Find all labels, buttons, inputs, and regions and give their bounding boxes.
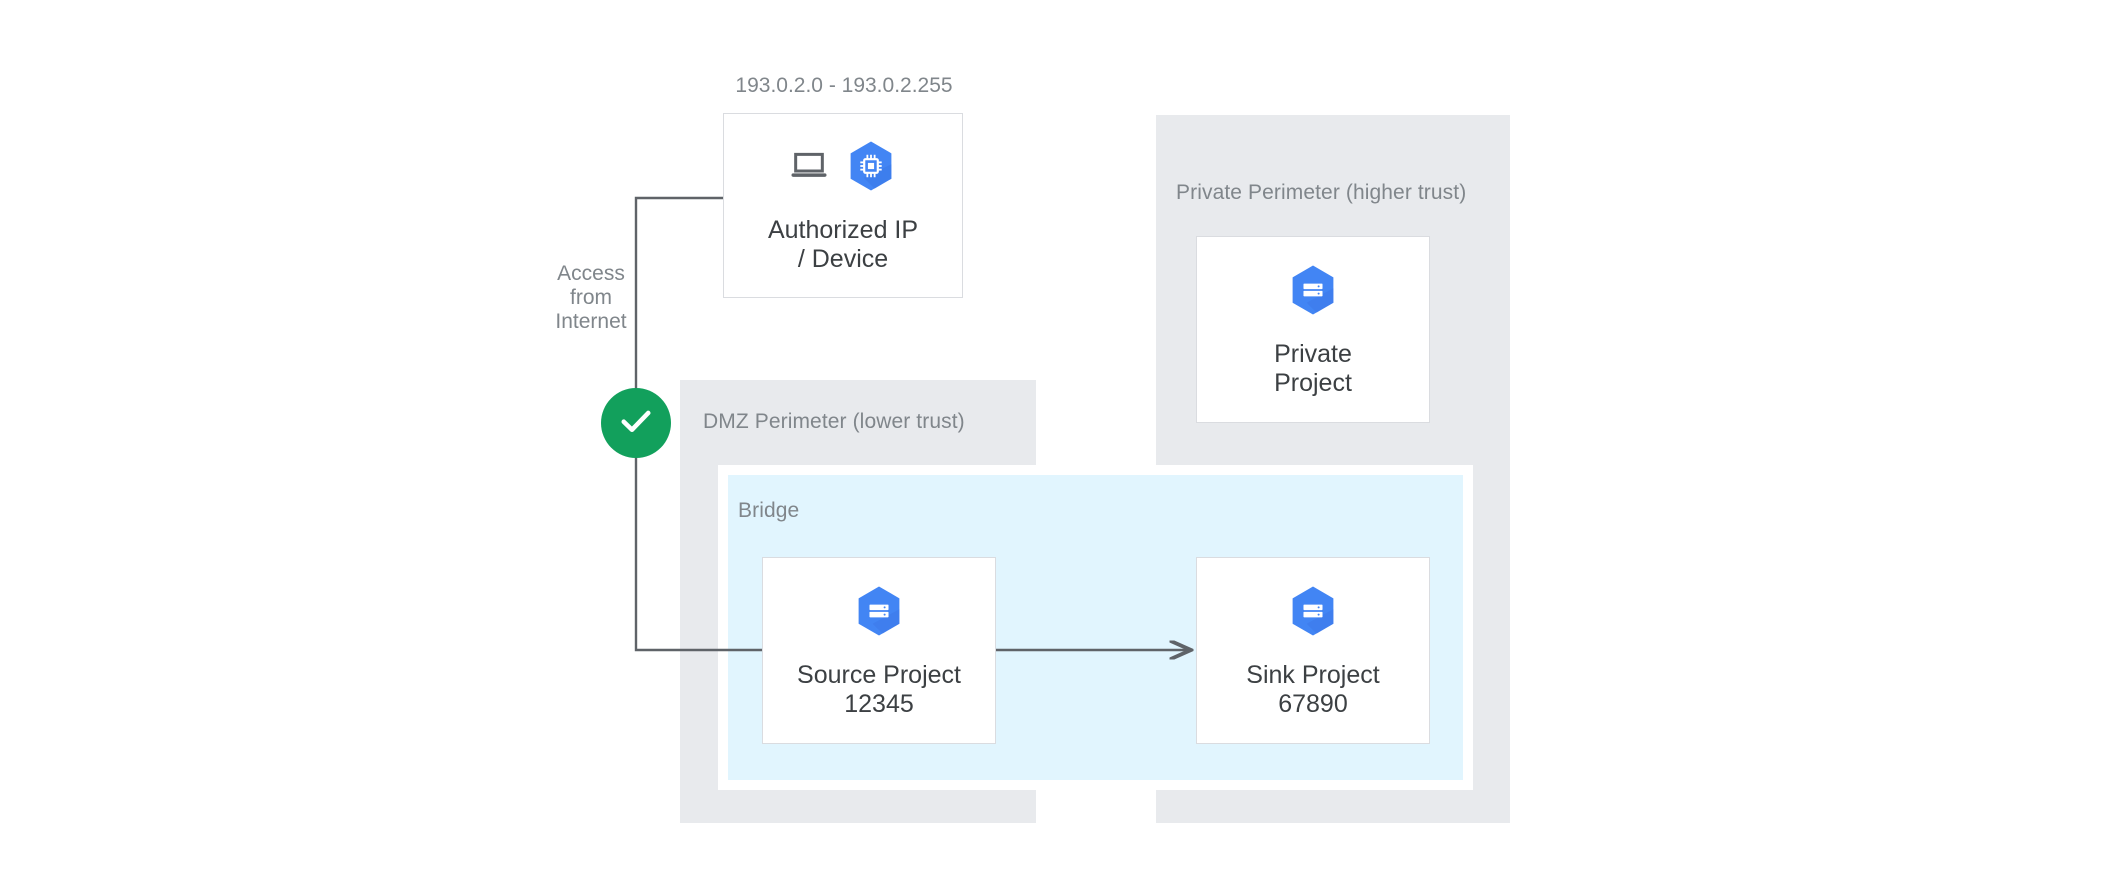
perimeter-label-private: Private Perimeter (higher trust): [1176, 181, 1467, 204]
access-from-internet-label: Access from Internet: [555, 262, 627, 333]
bridge-label: Bridge: [738, 499, 800, 522]
gcp-compute-hexagon-icon: [842, 137, 900, 200]
node-icon-group: [786, 137, 900, 200]
gcp-project-hexagon-icon: [850, 582, 908, 645]
access-allowed-check-badge: [601, 388, 671, 458]
node-icon-group: [1284, 582, 1342, 645]
node-source-project[interactable]: Source Project 12345: [762, 557, 996, 744]
ip-range-caption: 193.0.2.0 - 193.0.2.255: [735, 74, 953, 97]
node-label-authorized-ip-device: Authorized IP / Device: [767, 216, 919, 273]
node-icon-group: [850, 582, 908, 645]
check-circle-icon: [615, 400, 657, 447]
node-label-source-project: Source Project 12345: [797, 661, 961, 718]
node-authorized-ip-device[interactable]: Authorized IP / Device: [723, 113, 963, 298]
perimeter-label-dmz: DMZ Perimeter (lower trust): [703, 410, 965, 433]
node-label-sink-project: Sink Project 67890: [1246, 661, 1380, 718]
gcp-project-hexagon-icon: [1284, 261, 1342, 324]
node-private-project[interactable]: Private Project: [1196, 236, 1430, 423]
node-sink-project[interactable]: Sink Project 67890: [1196, 557, 1430, 744]
node-label-private-project: Private Project: [1274, 340, 1352, 397]
gcp-project-hexagon-icon: [1284, 582, 1342, 645]
node-icon-group: [1284, 261, 1342, 324]
laptop-icon: [786, 146, 832, 191]
